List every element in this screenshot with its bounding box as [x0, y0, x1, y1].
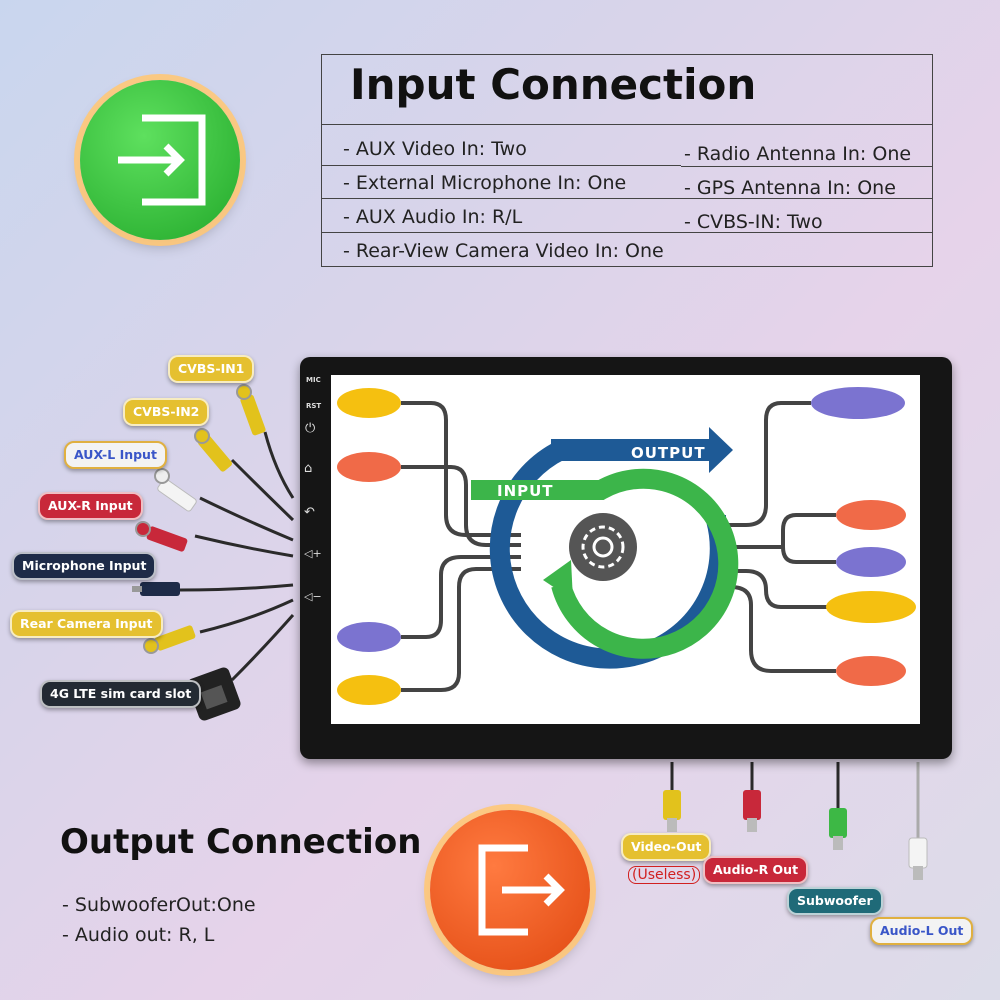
input-line: - AUX Audio In: R/L [343, 206, 523, 228]
cable-label-cvbs-in1: CVBS-IN1 [168, 355, 255, 383]
rca-connector-red [743, 790, 761, 832]
input-line: - GPS Antenna In: One [684, 177, 896, 199]
output-label: OUTPUT [631, 444, 706, 462]
device-screen[interactable]: OUTPUT INPUT [331, 375, 920, 724]
rca-connector-green [829, 808, 847, 850]
mic-connector [132, 582, 180, 596]
cable-label-video-out: Video-Out [621, 833, 712, 861]
cable-label-rear-camera: Rear Camera Input [10, 610, 163, 638]
cable-label-subwoofer: Subwoofer [787, 887, 883, 915]
sim-card-slot [187, 667, 241, 721]
cable-label-aux-l: AUX-L Input [64, 441, 167, 469]
mic-label: MIC [306, 376, 321, 384]
volume-down-icon[interactable]: ◁− [304, 590, 322, 603]
output-line: - SubwooferOut:One [62, 894, 256, 916]
input-connection-table [321, 54, 933, 267]
sign-in-icon [118, 114, 206, 206]
divider [321, 198, 933, 199]
cable-label-aux-r: AUX-R Input [38, 492, 143, 520]
power-icon[interactable]: ⏻ [305, 421, 316, 436]
cable-label-sim-slot: 4G LTE sim card slot [40, 680, 202, 708]
input-line: - AUX Video In: Two [343, 138, 527, 160]
output-connection-title: Output Connection [60, 822, 422, 862]
cable-label-microphone: Microphone Input [12, 552, 157, 580]
rca-connector-yellow [236, 384, 266, 436]
input-label: INPUT [497, 482, 554, 500]
input-line: - Rear-View Camera Video In: One [343, 240, 664, 262]
cable-label-audio-l-out: Audio-L Out [870, 917, 974, 945]
divider [321, 124, 933, 125]
io-flow-diagram [337, 387, 916, 705]
sign-out-icon [478, 844, 565, 936]
divider [321, 232, 933, 233]
output-connection-icon [430, 810, 590, 970]
useless-note: (Useless) [628, 866, 701, 884]
divider [321, 165, 681, 166]
cable-label-audio-r-out: Audio-R Out [703, 856, 809, 884]
rca-connector-yellow [194, 428, 232, 472]
output-line: - Audio out: R, L [62, 924, 215, 946]
rca-connector-yellow [143, 625, 196, 654]
back-icon[interactable]: ↶ [304, 505, 315, 520]
input-connection-icon [80, 80, 240, 240]
input-connection-title: Input Connection [350, 60, 757, 109]
divider [681, 166, 933, 167]
volume-up-icon[interactable]: ◁+ [304, 547, 322, 560]
rca-connector-white [154, 468, 197, 512]
input-line: - CVBS-IN: Two [684, 211, 823, 233]
input-line: - External Microphone In: One [343, 172, 627, 194]
rca-connector-yellow [663, 790, 681, 832]
rca-connector-white [908, 837, 928, 880]
rca-connector-red [135, 521, 188, 552]
cable-label-cvbs-in2: CVBS-IN2 [123, 398, 210, 426]
home-icon[interactable]: ⌂ [304, 461, 313, 476]
rst-label: RST [306, 402, 322, 410]
input-line: - Radio Antenna In: One [684, 143, 912, 165]
